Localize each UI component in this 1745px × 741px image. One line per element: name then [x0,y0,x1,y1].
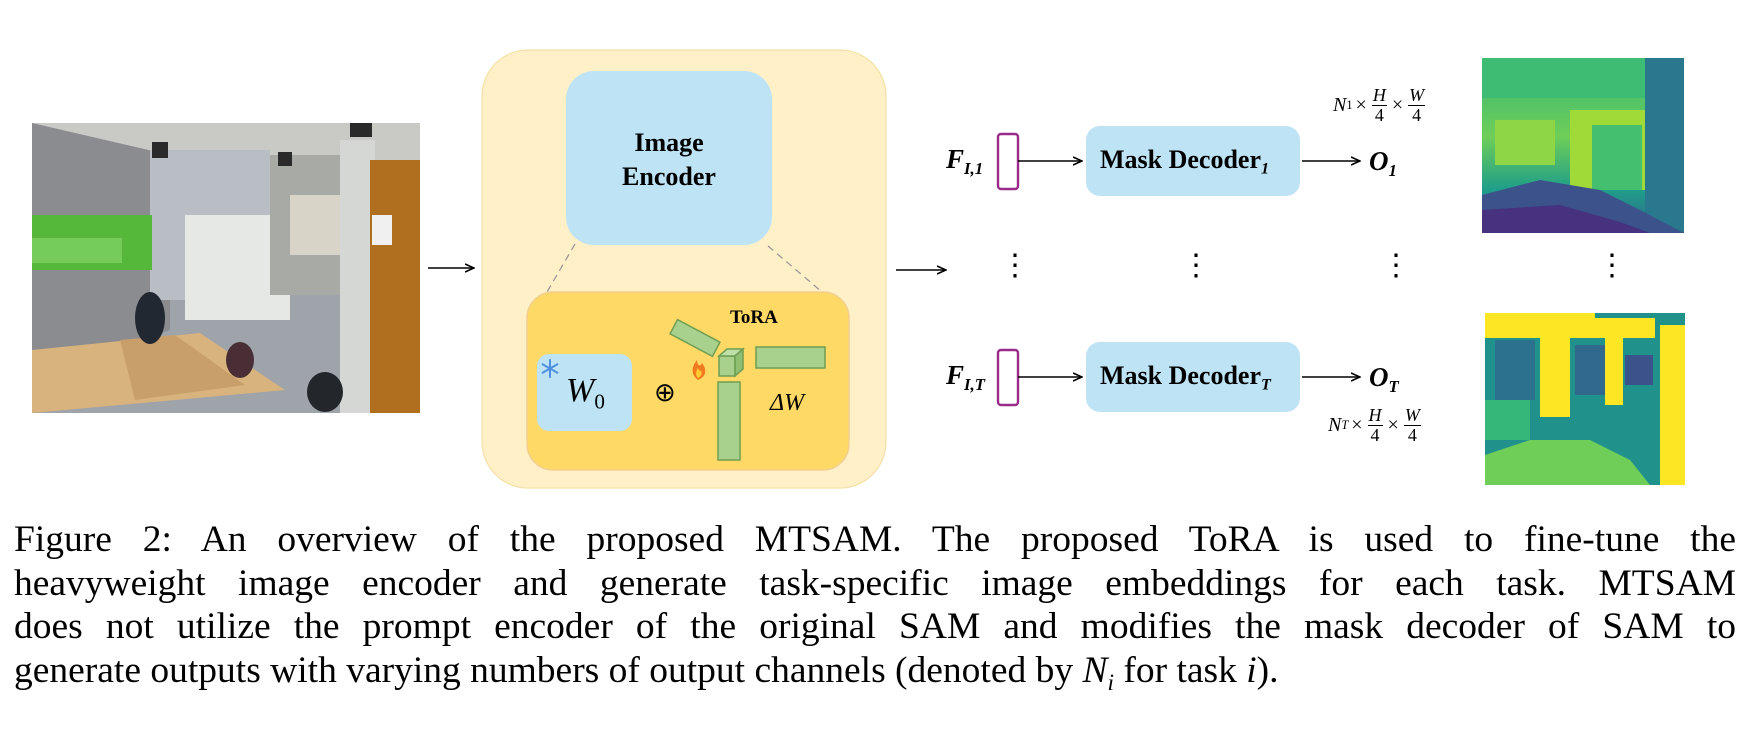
image-encoder-line2: Encoder [622,162,716,191]
caption-line-4-b: for task [1113,649,1247,691]
caption-line-2: heavyweight image encoder and generate t… [14,562,1736,604]
mask-decoder-top-subscript: 1 [1261,160,1270,178]
dim-bottom-h-den: 4 [1370,424,1380,445]
feature-label-top: FI,1 [946,144,983,179]
dim-top-w: W [1408,85,1426,106]
dim-bottom-w-den: 4 [1407,424,1417,445]
caption-line-4-c: ). [1256,649,1279,691]
w0-symbol: W [566,372,595,409]
w0-label: W0 [566,372,605,414]
caption-line-4: generate outputs with varying numbers of… [14,649,1736,706]
output-depth-image [1482,58,1684,233]
mask-decoder-bottom-box [1086,342,1300,412]
output-top-symbol: O [1369,146,1389,176]
feature-top-subscript: I,1 [964,158,984,178]
caption-line-3: does not utilize the prompt encoder of t… [14,606,1736,647]
w0-subscript: 0 [594,389,605,414]
mask-decoder-bottom-text: Mask Decoder [1100,361,1262,390]
output-label-top: O1 [1369,146,1397,181]
dim-bottom-n: N [1328,413,1342,436]
delta-w-label: ΔW [770,390,805,416]
feature-label-bottom: FI,T [946,360,985,395]
vdots-images: ⋮ [1597,249,1627,282]
feature-bottom-symbol: F [946,360,965,390]
oplus-symbol: ⊕ [654,378,676,408]
dim-bottom-times-1: × [1351,413,1363,436]
caption-math-n: N [1082,649,1108,691]
output-top-subscript: 1 [1388,160,1397,180]
feature-token-bottom [996,348,1020,407]
dim-bottom-w: W [1403,405,1421,426]
mask-decoder-bottom-label: Mask DecoderT [1100,361,1271,395]
figure-diagram: Image Encoder ToRA W0 ⊕ ΔW FI,1 FI,T Mas… [32,49,1685,489]
output-segmentation-image [1485,313,1685,485]
output-bottom-symbol: O [1369,362,1389,392]
dim-bottom-times-2: × [1387,413,1399,436]
tora-adapter-icon [669,318,826,461]
caption-line-4-a: generate outputs with varying numbers of… [14,649,1083,691]
image-encoder-line1: Image [634,128,704,157]
fire-icon [692,360,706,380]
figure-caption: Figure 2: An overview of the proposed MT… [14,518,1736,705]
mask-decoder-top-text: Mask Decoder [1100,145,1262,174]
dim-top-w-den: 4 [1412,104,1422,125]
caption-math-i: i [1246,649,1257,691]
output-label-bottom: OT [1369,362,1399,397]
output-bottom-subscript: T [1388,376,1399,396]
dim-bottom-h: H [1367,405,1383,426]
feature-token-top [996,132,1020,191]
mask-decoder-top-box [1086,126,1300,196]
dim-top-n-sub: 1 [1346,97,1353,112]
vdots-decoders: ⋮ [1181,249,1211,282]
dim-bottom-n-sub: T [1341,417,1349,432]
input-image [32,123,420,413]
w0-box [537,354,632,431]
image-encoder-label: Image Encoder [566,126,772,194]
mask-decoder-bottom-subscript: T [1261,376,1271,394]
feature-top-symbol: F [946,144,965,174]
feature-bottom-subscript: I,T [964,374,985,394]
dim-top-h-den: 4 [1374,104,1384,125]
dim-top-times-1: × [1355,93,1367,116]
zoom-line-left [546,243,576,293]
tora-label: ToRA [730,307,778,328]
dim-top-n: N [1333,93,1347,116]
diagram-canvas [32,49,1685,489]
caption-line-1: Figure 2: An overview of the proposed MT… [14,519,1736,560]
dim-top-h: H [1371,85,1387,106]
dim-top-times-2: × [1391,93,1404,116]
vdots-outputs: ⋮ [1381,249,1411,282]
mask-decoder-top-label: Mask Decoder1 [1100,145,1269,179]
image-encoder-box [566,71,772,245]
snowflake-icon [541,359,559,378]
caption-math-n-sub: i [1107,669,1114,696]
vdots-features: ⋮ [1000,249,1030,282]
